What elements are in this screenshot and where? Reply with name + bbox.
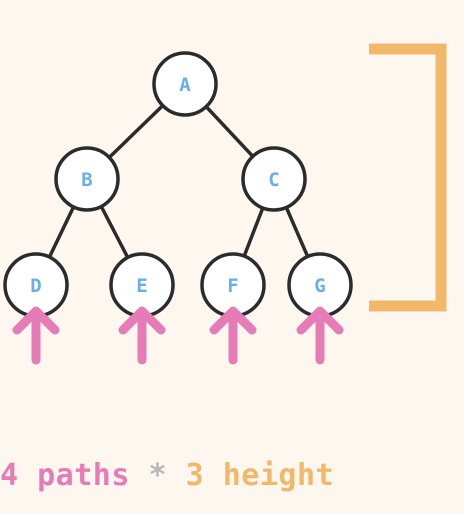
tree-node-a: A — [152, 51, 218, 117]
node-label: C — [268, 169, 279, 191]
height-bracket-shape — [369, 43, 447, 312]
up-arrow-icon — [209, 306, 257, 365]
height-bracket — [369, 43, 447, 312]
node-label: A — [179, 74, 191, 96]
formula-height: 3 height — [185, 458, 335, 493]
tree-nodes: A B C D E F G — [3, 51, 353, 318]
up-arrow-icon — [296, 306, 344, 365]
formula-paths: 4 paths — [0, 458, 130, 493]
node-circle — [54, 146, 120, 212]
tree-node-c: C — [241, 146, 307, 212]
formula-operator: * — [148, 458, 168, 493]
node-label: D — [30, 275, 41, 297]
tree-node-g: G — [287, 252, 353, 318]
node-circle — [241, 146, 307, 212]
node-label: G — [314, 275, 325, 297]
up-arrow-icon — [12, 306, 60, 365]
paths-times-height-formula: 4 paths * 3 height — [0, 458, 334, 493]
up-arrow-icon — [118, 306, 166, 365]
tree-node-b: B — [54, 146, 120, 212]
node-label: F — [227, 275, 238, 297]
leaf-arrows — [12, 306, 344, 365]
node-label: B — [81, 169, 92, 191]
node-circle — [152, 51, 218, 117]
node-label: E — [136, 275, 147, 297]
binary-tree-diagram: A B C D E F G — [3, 43, 447, 365]
